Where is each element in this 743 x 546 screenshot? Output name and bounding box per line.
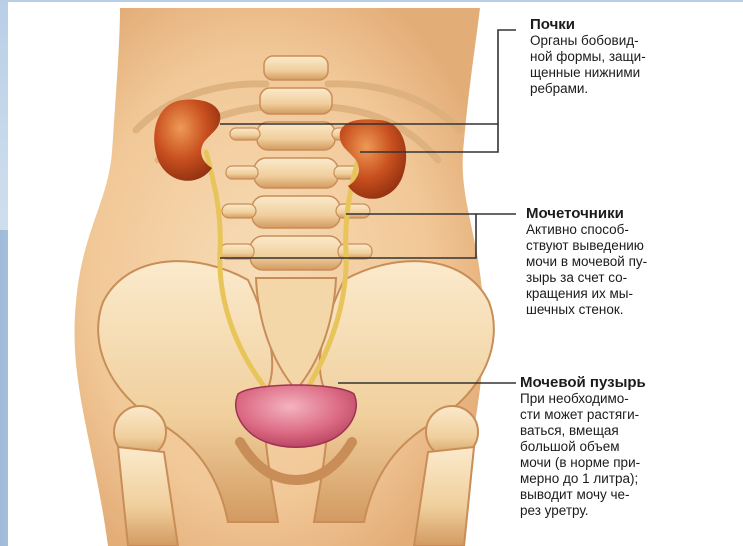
- label-kidneys-text: Органы бобовид- ной формы, защи- щенные …: [530, 33, 730, 97]
- label-bladder: Мочевой пузырь При необходимо- сти может…: [520, 374, 730, 519]
- label-bladder-title: Мочевой пузырь: [520, 374, 730, 391]
- label-bladder-text: При необходимо- сти может растяги- ватьс…: [520, 391, 730, 519]
- label-ureters-title: Мочеточники: [526, 205, 731, 222]
- slide-panel: Почки Органы бобовид- ной формы, защи- щ…: [8, 2, 743, 546]
- label-kidneys-title: Почки: [530, 16, 730, 33]
- label-kidneys: Почки Органы бобовид- ной формы, защи- щ…: [530, 16, 730, 97]
- label-ureters: Мочеточники Активно способ- ствуют вывед…: [526, 205, 731, 318]
- label-ureters-text: Активно способ- ствуют выведению мочи в …: [526, 222, 731, 318]
